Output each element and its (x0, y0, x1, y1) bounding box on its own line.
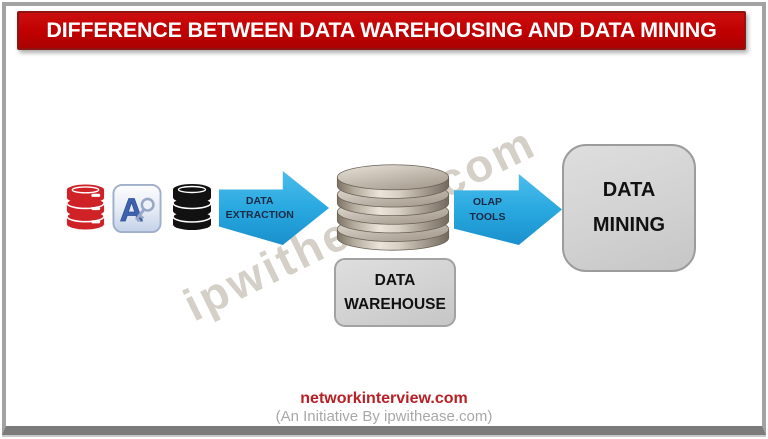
title-banner: DIFFERENCE BETWEEN DATA WAREHOUSING AND … (17, 11, 746, 50)
black-database-icon (169, 181, 215, 232)
diagram-stage: DIFFERENCE BETWEEN DATA WAREHOUSING AND … (6, 6, 762, 426)
olap-tools-label: OLAP TOOLS (469, 196, 506, 223)
data-extraction-label: DATA EXTRACTION (225, 194, 294, 221)
olap-tools-arrow: OLAP TOOLS (454, 174, 562, 245)
data-warehouse-label: DATA WAREHOUSE (344, 272, 446, 313)
data-warehouse-box: DATA WAREHOUSE (334, 258, 456, 327)
ms-access-icon: A (112, 183, 162, 234)
red-database-icon (63, 183, 108, 230)
key-glyph (134, 197, 155, 223)
data-mining-box: DATA MINING (562, 144, 696, 272)
page-title: DIFFERENCE BETWEEN DATA WAREHOUSING AND … (46, 18, 717, 42)
footer-site-text: networkinterview.com (300, 390, 468, 407)
access-letter: A (120, 191, 144, 228)
data-mining-label: DATA MINING (592, 179, 666, 236)
footer-initiative-text: (An Initiative By ipwithease.com) (275, 408, 493, 425)
disk-stack-icon (331, 159, 455, 255)
data-extraction-arrow: DATA EXTRACTION (219, 171, 329, 245)
